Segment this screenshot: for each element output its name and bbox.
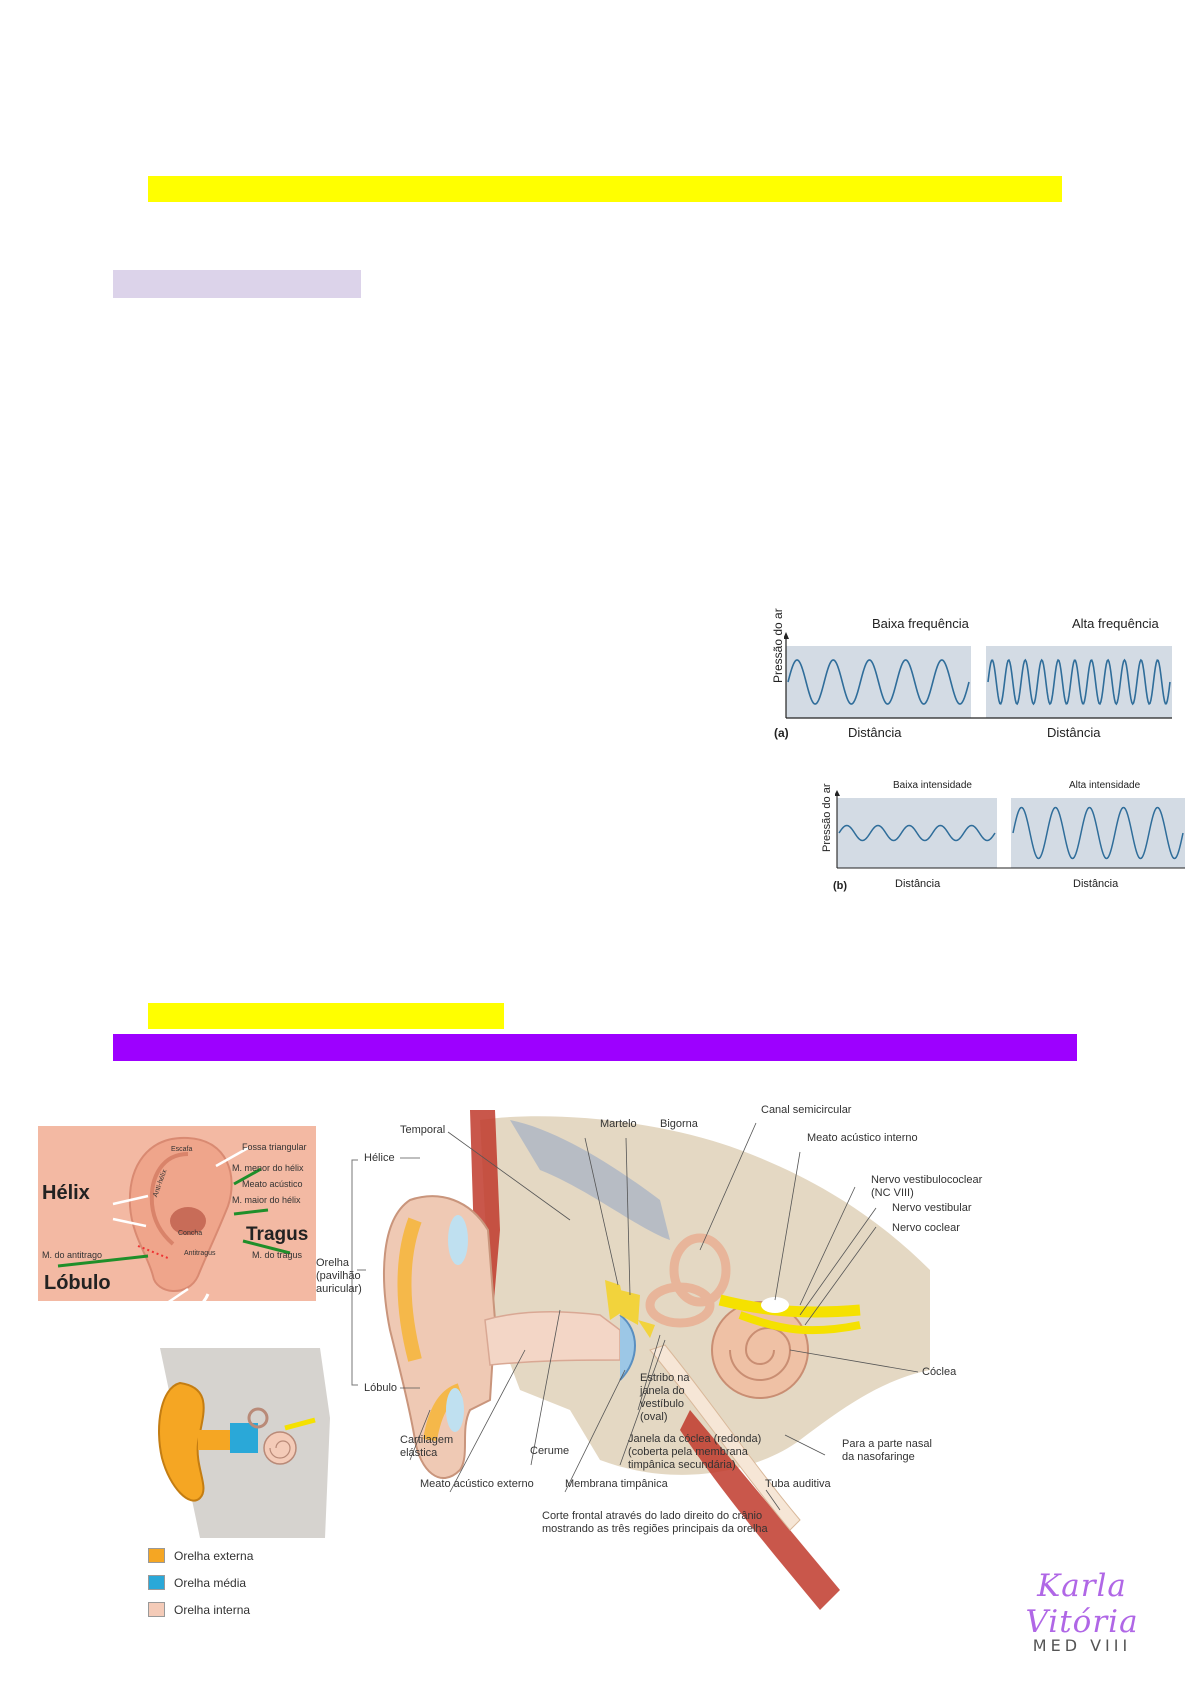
concha-shape [170,1207,206,1235]
antitragus-label: Antitragus [184,1250,216,1257]
label-temporal: Temporal [400,1124,446,1136]
low-intensity-wave [838,824,996,842]
label-estribo-3: vestíbulo [640,1398,685,1410]
legend-item-outer: Orelha externa [148,1548,253,1563]
low-intensity-title: Baixa intensidade [893,780,972,791]
legend-item-middle: Orelha média [148,1575,253,1590]
lobulo-label: Lóbulo [44,1272,111,1294]
ear-drawing [38,1126,316,1301]
intensity-y-arrow [835,790,840,796]
label-cartilagem-1: Cartilagem [400,1434,454,1446]
label-estribo-1: Estribo na [640,1372,690,1384]
label-meato-interno: Meato acústico interno [807,1132,918,1144]
intensity-figure: Pressão do ar Baixa intensidade Alta int… [815,780,1185,900]
label-membrana-timpanica: Membrana timpânica [565,1478,668,1490]
label-cartilagem-2: elástica [400,1447,438,1459]
highlight-bar-lilac [113,270,361,298]
ear-anatomy-drawing [351,1110,930,1610]
label-orelha-3: auricular) [316,1283,362,1295]
frequency-tag: (a) [774,726,789,740]
label-estribo-4: (oval) [640,1411,668,1423]
concha-label: Concha [178,1230,203,1237]
label-nervo-vestibulococlear: Nervo vestibulococlear [871,1174,983,1186]
low-frequency-title: Baixa frequência [872,616,969,631]
meato-label: Meato acústico [242,1179,303,1189]
antitrago-muscle-label: M. do antitrago [42,1250,103,1260]
frequency-xlabel-left: Distância [848,725,902,740]
escafa-label: Escafa [171,1146,193,1153]
legend-swatch-outer [148,1548,165,1563]
label-helice: Hélice [364,1152,395,1164]
helix-label: Hélix [42,1182,90,1204]
label-janela-3: timpânica secundária) [628,1459,736,1471]
ear-thumbnail [140,1348,330,1538]
menor-helix-label: M. menor do hélix [232,1163,304,1173]
label-janela-1: Janela da cóclea (redonda) [628,1433,762,1445]
label-nc-viii: (NC VIII) [871,1187,914,1199]
intensity-ylabel: Pressão do ar [821,783,833,852]
highlight-bar-top [148,176,1062,202]
caption-line-1: Corte frontal através do lado direito do… [542,1510,763,1522]
legend-item-inner: Orelha interna [148,1602,253,1617]
label-lobulo: Lóbulo [364,1382,398,1394]
high-frequency-title: Alta frequência [1072,616,1159,631]
intensity-xlabel-right: Distância [1073,878,1119,890]
frequency-xlabel-right: Distância [1047,725,1101,740]
label-nasal-2: da nasofaringe [842,1451,915,1463]
legend-label-outer: Orelha externa [174,1548,254,1563]
highlight-bar-purple [113,1034,1077,1061]
frequency-y-arrow [784,632,789,639]
label-orelha-1: Orelha [316,1257,350,1269]
frequency-plot [784,632,1172,719]
ear-anatomy-diagram: Temporal Martelo Bigorna Canal semicircu… [316,1104,1040,1650]
label-estribo-2: janela do [640,1385,685,1397]
legend: Orelha externa Orelha média Orelha inter… [148,1548,253,1617]
label-canal-semicircular: Canal semicircular [761,1104,852,1116]
label-coclea: Cóclea [922,1366,957,1378]
low-frequency-wave [787,659,970,705]
label-nasal-1: Para a parte nasal [842,1438,932,1450]
frequency-ylabel: Pressão do ar [771,608,785,683]
high-frequency-wave [987,658,1171,706]
intensity-tag: (b) [833,880,848,892]
legend-swatch-inner [148,1602,165,1617]
label-bigorna: Bigorna [660,1118,698,1130]
label-cerume: Cerume [530,1445,570,1457]
legend-swatch-middle [148,1575,165,1590]
legend-label-middle: Orelha média [174,1575,247,1590]
ear-photo: Hélix Tragus Lóbulo Fossa triangular M. … [38,1126,316,1301]
label-meato-externo: Meato acústico externo [420,1478,534,1490]
inner-ear-shape [263,1431,297,1465]
high-intensity-wave [1012,806,1184,860]
intensity-xlabel-left: Distância [895,878,941,890]
signature: Karla Vitória MED VIII [982,1568,1182,1655]
middle-ear-shape [230,1423,258,1453]
ear-thumbnail-drawing [140,1348,330,1538]
intensity-plot [835,790,1185,869]
tragus-label: Tragus [246,1224,309,1245]
caption-line-2: mostrando as três regiões principais da … [542,1523,768,1535]
legend-label-inner: Orelha interna [174,1602,251,1617]
signature-name: Karla Vitória [1025,1568,1139,1640]
maior-helix-label: M. maior do hélix [232,1195,301,1205]
label-tuba-auditiva: Tuba auditiva [765,1478,831,1490]
high-intensity-title: Alta intensidade [1069,780,1141,791]
label-martelo: Martelo [600,1118,637,1130]
label-nervo-vestibular: Nervo vestibular [892,1202,972,1214]
highlight-bar-mid [148,1003,504,1029]
label-orelha-2: (pavilhão [316,1270,361,1282]
label-nervo-coclear: Nervo coclear [892,1222,960,1234]
fossa-label: Fossa triangular [242,1142,307,1152]
tragus-muscle-label: M. do tragus [252,1250,303,1260]
outer-ear-shape [158,1381,205,1502]
frequency-figure: Pressão do ar Baixa frequência Alta freq… [760,608,1180,742]
label-janela-2: (coberta pela membrana [628,1446,748,1458]
signature-subtitle: MED VIII [1032,1636,1132,1655]
antihelix-shape [149,1152,189,1246]
